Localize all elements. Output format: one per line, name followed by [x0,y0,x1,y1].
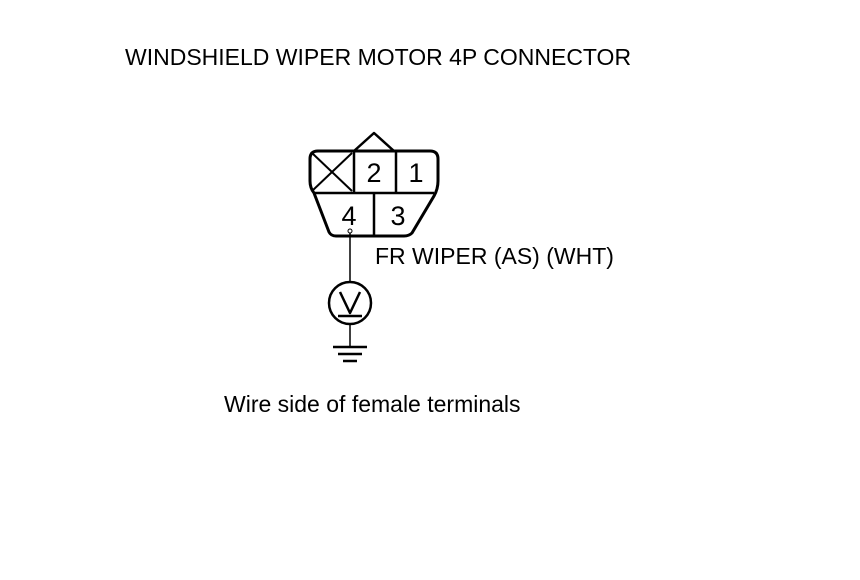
pin-2-label: 2 [366,158,381,188]
voltmeter-icon [327,280,373,326]
diagram-caption: Wire side of female terminals [224,391,521,417]
diagram-title: WINDSHIELD WIPER MOTOR 4P CONNECTOR [125,44,632,70]
connector-lock-tab [353,131,395,152]
pin-4-label: 4 [341,201,356,231]
ground-symbol-icon [333,345,367,363]
wire-label: FR WIPER (AS) (WHT) [375,243,614,269]
probe-wire-end [347,228,353,234]
pin-1-label: 1 [408,158,423,188]
connector-outline [308,149,440,238]
pin-3-label: 3 [390,201,405,231]
unused-cavity-cross [311,152,353,192]
